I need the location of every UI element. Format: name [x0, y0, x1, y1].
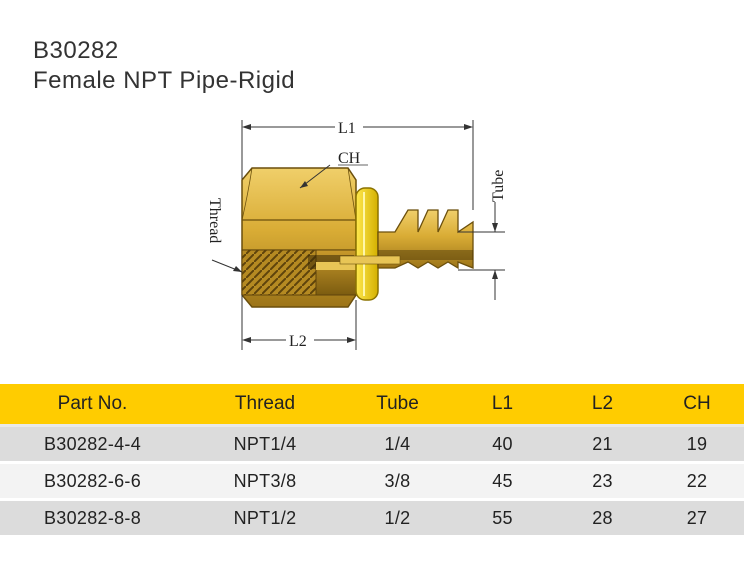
- thread-label: Thread: [206, 198, 223, 243]
- l1-label: L1: [338, 120, 356, 137]
- cell-thread: NPT1/2: [185, 499, 345, 538]
- cell-thread: NPT1/4: [185, 425, 345, 464]
- cell-l1: 55: [450, 499, 555, 538]
- header-tube: Tube: [345, 384, 450, 427]
- cell-thread: NPT3/8: [185, 462, 345, 501]
- l2-label: L2: [289, 333, 307, 350]
- table-row: B30282-8-8 NPT1/2 1/2 55 28 27: [0, 499, 744, 538]
- part-number-title: B30282: [33, 37, 119, 64]
- tube-dimension: Tube: [458, 170, 507, 300]
- header-l2: L2: [555, 384, 650, 427]
- l2-dimension: L2: [241, 295, 357, 350]
- cell-l2: 21: [555, 425, 650, 464]
- thread-callout: Thread: [206, 198, 243, 273]
- cell-ch: 27: [650, 499, 744, 538]
- cell-l1: 45: [450, 462, 555, 501]
- product-description: Female NPT Pipe-Rigid: [33, 67, 296, 94]
- cell-tube: 1/4: [345, 425, 450, 464]
- title-block: B30282 Female NPT Pipe-Rigid: [33, 36, 295, 96]
- ch-callout: CH: [299, 150, 368, 189]
- cell-l2: 28: [555, 499, 650, 538]
- header-part-no: Part No.: [0, 384, 185, 427]
- tube-label: Tube: [490, 170, 507, 202]
- table-row: B30282-4-4 NPT1/4 1/4 40 21 19: [0, 425, 744, 464]
- cell-tube: 1/2: [345, 499, 450, 538]
- table-row: B30282-6-6 NPT3/8 3/8 45 23 22: [0, 462, 744, 501]
- cell-ch: 22: [650, 462, 744, 501]
- cell-part-no: B30282-8-8: [0, 499, 185, 538]
- washer: [355, 187, 379, 301]
- header-l1: L1: [450, 384, 555, 427]
- barb-stem: [339, 209, 474, 270]
- table-header-row: Part No. Thread Tube L1 L2 CH: [0, 384, 744, 427]
- cell-l2: 23: [555, 462, 650, 501]
- cell-l1: 40: [450, 425, 555, 464]
- header-ch: CH: [650, 384, 744, 427]
- cell-ch: 19: [650, 425, 744, 464]
- header-thread: Thread: [185, 384, 345, 427]
- cell-tube: 3/8: [345, 462, 450, 501]
- cell-part-no: B30282-4-4: [0, 425, 185, 464]
- ch-label: CH: [338, 150, 361, 167]
- hex-nut: [241, 167, 357, 308]
- cell-part-no: B30282-6-6: [0, 462, 185, 501]
- fitting-technical-drawing: L1 CH Thread: [206, 118, 507, 350]
- spec-table: Part No. Thread Tube L1 L2 CH B30282-4-4…: [0, 384, 744, 538]
- l1-dimension: L1: [241, 118, 474, 210]
